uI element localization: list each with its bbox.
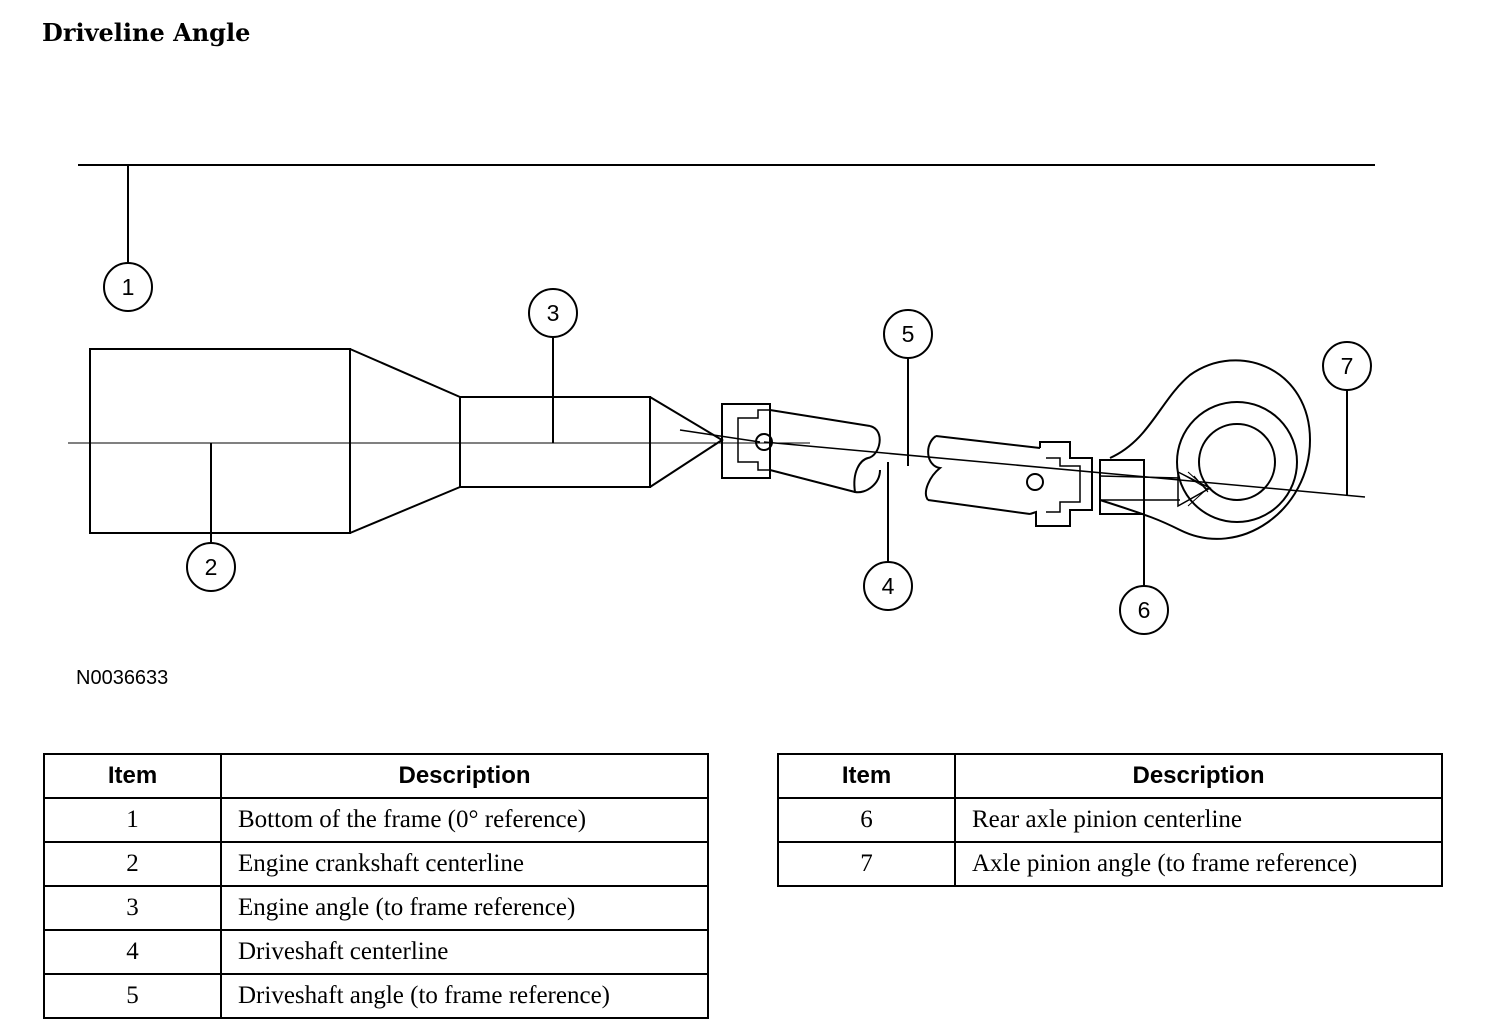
item-description: Bottom of the frame (0° reference)	[220, 797, 709, 843]
pinion-shaft-line-a	[1099, 475, 1181, 479]
item-number: 4	[43, 929, 222, 975]
item-description: Engine crankshaft centerline	[220, 841, 709, 887]
differential-housing	[1099, 359, 1312, 540]
pinion-gear-teeth	[1181, 471, 1209, 507]
callout-2: 2	[186, 542, 236, 592]
column-header-item: Item	[777, 753, 956, 799]
item-number: 2	[43, 841, 222, 887]
item-number: 6	[777, 797, 956, 843]
table-row: 1 Bottom of the frame (0° reference)	[43, 797, 709, 843]
rear-yoke	[1029, 441, 1093, 527]
item-description: Rear axle pinion centerline	[954, 797, 1443, 843]
callout-6: 6	[1119, 585, 1169, 635]
bell-housing	[349, 348, 461, 534]
callout-1-label: 1	[122, 274, 135, 300]
callout-2-label: 2	[205, 554, 218, 580]
callout-4: 4	[863, 561, 913, 611]
table-row: 3 Engine angle (to frame reference)	[43, 885, 709, 931]
callout-6-label: 6	[1138, 597, 1151, 623]
pinion-shaft	[1099, 459, 1145, 515]
item-description: Axle pinion angle (to frame reference)	[954, 841, 1443, 887]
table-row: 5 Driveshaft angle (to frame reference)	[43, 973, 709, 1019]
driveshaft-tube-rear	[927, 435, 1041, 515]
engine-angle-line	[679, 429, 761, 443]
callout-7: 7	[1322, 341, 1372, 391]
column-header-description: Description	[220, 753, 709, 799]
legend-table-right: Item Description 6 Rear axle pinion cent…	[777, 753, 1443, 887]
ring-gear-outer	[1176, 401, 1298, 523]
item-number: 5	[43, 973, 222, 1019]
table-header-row: Item Description	[777, 753, 1443, 799]
driveline-diagram: 1 2 3 4 5 6 7	[68, 164, 1375, 635]
ring-gear-inner	[1198, 423, 1276, 501]
item-number: 3	[43, 885, 222, 931]
page-title: Driveline Angle	[42, 18, 251, 47]
table-row: 6 Rear axle pinion centerline	[777, 797, 1443, 843]
transmission-tailcone	[649, 396, 724, 488]
item-description: Driveshaft angle (to frame reference)	[220, 973, 709, 1019]
callout-1: 1	[103, 262, 153, 312]
driveshaft-tube-front	[769, 409, 871, 493]
item-number: 1	[43, 797, 222, 843]
driveshaft-tube-front-end	[853, 425, 881, 494]
table-row: 4 Driveshaft centerline	[43, 929, 709, 975]
legend-table-left: Item Description 1 Bottom of the frame (…	[43, 753, 709, 1019]
column-header-item: Item	[43, 753, 222, 799]
front-yoke	[721, 403, 771, 479]
item-description: Driveshaft centerline	[220, 929, 709, 975]
callout-3-label: 3	[547, 300, 560, 326]
callout-5: 5	[883, 309, 933, 359]
item-number: 7	[777, 841, 956, 887]
table-header-row: Item Description	[43, 753, 709, 799]
engine-block	[89, 348, 351, 534]
callout-5-label: 5	[902, 321, 915, 347]
rear-yoke-inner	[1046, 457, 1081, 513]
table-row: 7 Axle pinion angle (to frame reference)	[777, 841, 1443, 887]
driveshaft-tube-rear-start	[924, 435, 943, 501]
table-row: 2 Engine crankshaft centerline	[43, 841, 709, 887]
item-description: Engine angle (to frame reference)	[220, 885, 709, 931]
transmission	[459, 396, 651, 488]
column-header-description: Description	[954, 753, 1443, 799]
callout-3: 3	[528, 288, 578, 338]
callout-4-label: 4	[882, 573, 895, 599]
rear-ujoint-cross	[1026, 473, 1044, 491]
callout-7-label: 7	[1341, 353, 1354, 379]
illustration-reference-code: N0036633	[76, 667, 169, 689]
